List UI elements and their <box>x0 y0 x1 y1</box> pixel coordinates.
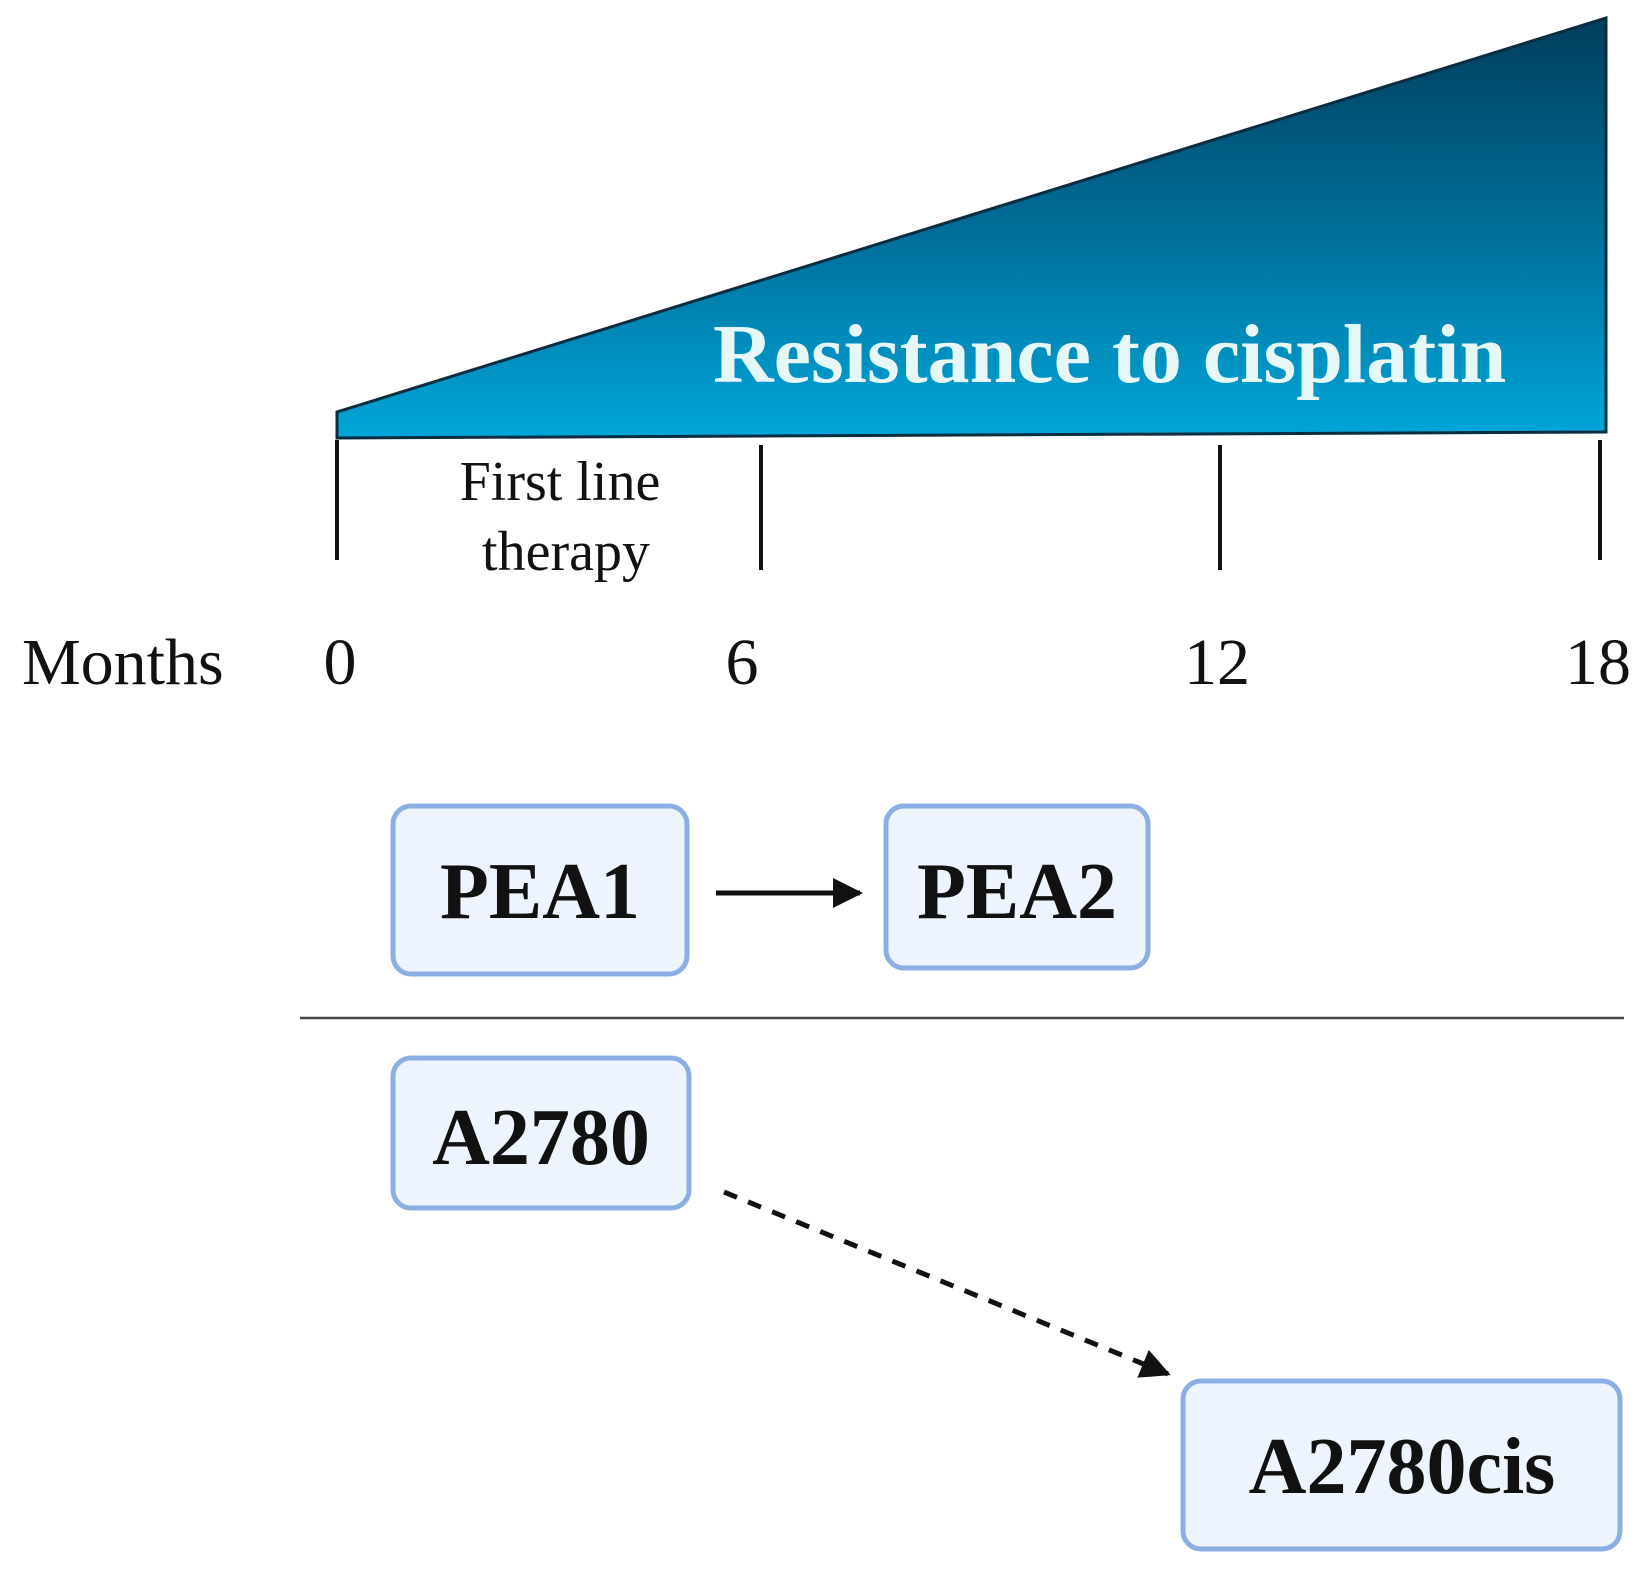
tick-label-6: 6 <box>726 626 759 699</box>
resistance-label: Resistance to cisplatin <box>713 308 1506 401</box>
a2780cis-box: A2780cis <box>1180 1378 1623 1552</box>
a2780-label: A2780 <box>432 1094 650 1182</box>
phase-label-line2: therapy <box>482 521 650 583</box>
tick-label-0: 0 <box>324 626 357 699</box>
a2780cis-label: A2780cis <box>1249 1423 1556 1511</box>
derivation-arrow <box>723 1189 1171 1378</box>
tick-label-18: 18 <box>1565 626 1631 699</box>
tick-label-12: 12 <box>1184 626 1250 699</box>
resistance-wedge <box>335 15 1608 440</box>
axis-label: Months <box>22 626 224 699</box>
pea2-box: PEA2 <box>883 803 1151 971</box>
a2780-box: A2780 <box>390 1055 692 1211</box>
pea2-label: PEA2 <box>917 848 1117 936</box>
phase-label-line1: First line <box>460 451 661 513</box>
pea1-box: PEA1 <box>390 803 690 977</box>
pea1-label: PEA1 <box>440 848 640 936</box>
